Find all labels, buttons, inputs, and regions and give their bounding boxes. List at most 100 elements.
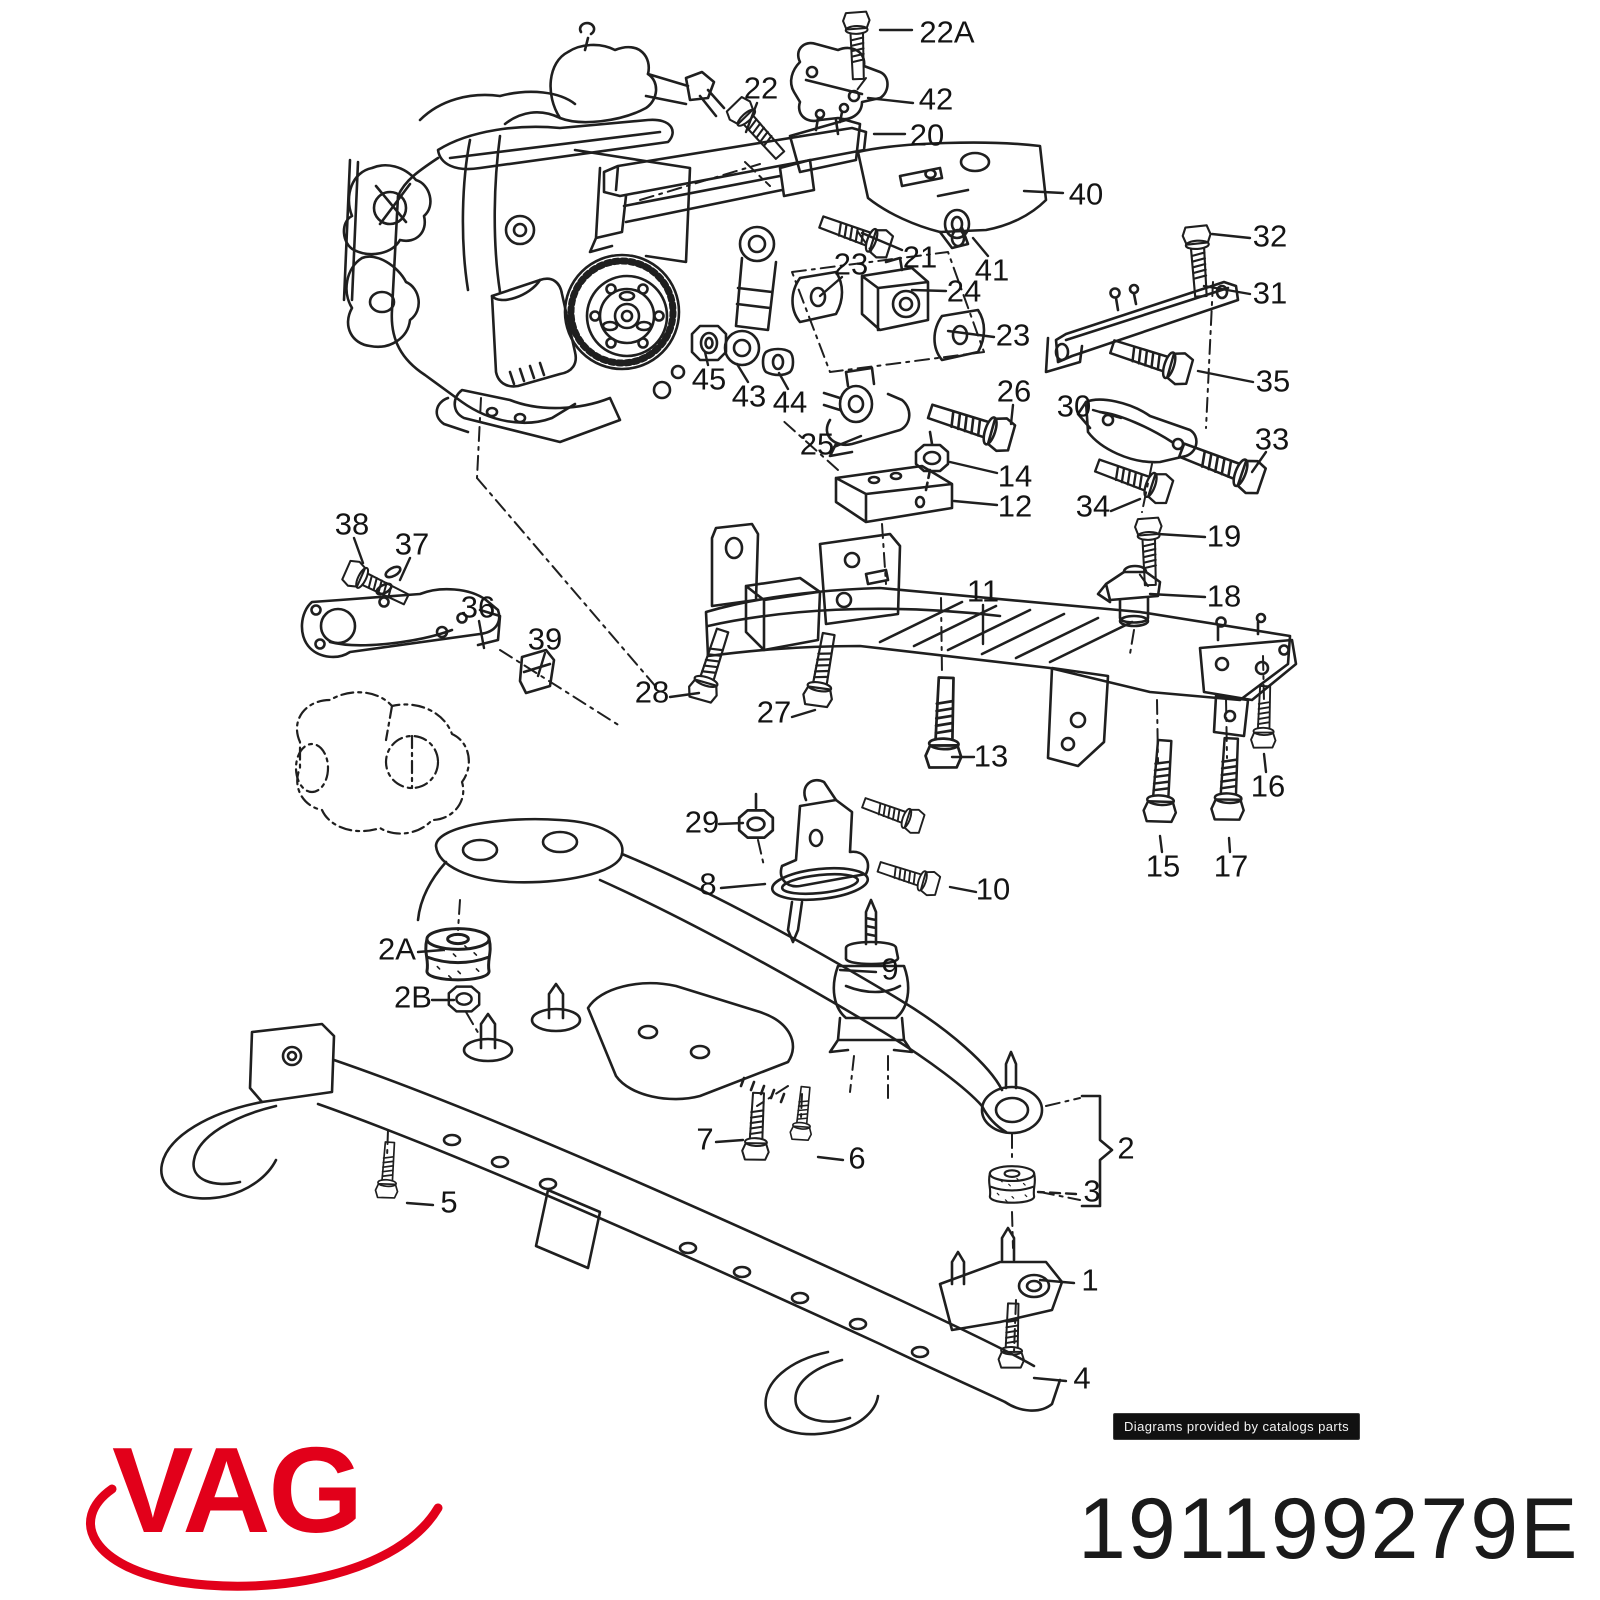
callout-leader-8-37 — [719, 882, 767, 890]
callout-leader-33-21 — [1250, 450, 1268, 474]
bracket-36-illustration — [300, 587, 502, 659]
group-bracket-2 — [1080, 1094, 1114, 1208]
callout-leader-23-7 — [818, 275, 844, 298]
engine-illustration — [342, 21, 726, 444]
callout-leader-29-36 — [717, 821, 745, 826]
bolt-22a-icon — [841, 10, 873, 81]
watermark-badge: Diagrams provided by catalogs parts — [1113, 1413, 1360, 1440]
callout-label-16-35: 16 — [1251, 769, 1285, 804]
callout-label-33-21: 33 — [1255, 422, 1289, 457]
bushing-45-illustration — [690, 324, 728, 362]
callout-label-28-30: 28 — [635, 675, 669, 710]
callout-label-22-1: 22 — [744, 71, 778, 106]
callout-label-45-10: 45 — [692, 362, 726, 397]
bolt-15-icon — [1141, 738, 1183, 825]
callout-leader-25-13 — [832, 434, 863, 449]
callout-label-39-28: 39 — [528, 622, 562, 657]
vag-logo: VAG — [86, 1422, 443, 1591]
bolt-38-icon — [339, 557, 414, 613]
gearbox-phantom-illustration — [294, 691, 470, 835]
callout-label-44-12: 44 — [773, 385, 807, 420]
callout-label-24-8: 24 — [947, 274, 981, 309]
callout-label-32-17: 32 — [1253, 219, 1287, 254]
mount-9-illustration — [828, 898, 914, 1054]
callout-label-2-44: 2 — [1117, 1131, 1134, 1166]
callout-leader-26-14 — [1009, 403, 1015, 426]
callout-leader-41-6 — [971, 236, 990, 258]
callout-leader-31-18 — [1202, 284, 1252, 296]
callout-leader-1-46 — [1038, 1278, 1076, 1285]
box-12-illustration — [834, 464, 954, 524]
callout-leader-6-43 — [816, 1155, 845, 1162]
bracket-30-illustration — [1076, 398, 1198, 464]
vag-logo-text: VAG — [112, 1422, 361, 1558]
washer-41-illustration — [943, 208, 971, 240]
callout-label-19-23: 19 — [1207, 519, 1241, 554]
callout-label-1-46: 1 — [1081, 1263, 1098, 1298]
callout-label-13-32: 13 — [974, 739, 1008, 774]
callout-label-2A-40: 2A — [378, 932, 416, 967]
callout-label-26-14: 26 — [997, 374, 1031, 409]
callout-leader-24-8 — [910, 288, 948, 293]
bolt-8-upper-icon — [858, 790, 928, 837]
bar-31-illustration — [1044, 280, 1240, 374]
callout-leader-36-27 — [477, 619, 486, 650]
clip-39-illustration — [518, 648, 556, 695]
callout-leader-14-15 — [948, 460, 999, 475]
callout-leader-30-20 — [1091, 408, 1123, 420]
callout-label-40-4: 40 — [1069, 177, 1103, 212]
heat-shield-40-illustration — [856, 141, 1048, 250]
callout-leader-5-48 — [405, 1201, 435, 1207]
callout-label-11-29: 11 — [967, 574, 999, 609]
nut-14-illustration — [914, 430, 950, 473]
callout-label-21-5: 21 — [903, 240, 937, 275]
support-arm-20-illustration — [588, 102, 868, 254]
callout-leader-40-4 — [1022, 189, 1065, 195]
callout-leader-9-39 — [838, 968, 878, 974]
callout-label-8-37: 8 — [699, 867, 716, 902]
callout-label-36-27: 36 — [461, 590, 495, 625]
callout-leader-44-12 — [777, 371, 790, 391]
callout-label-6-43: 6 — [848, 1141, 865, 1176]
callout-label-27-31: 27 — [757, 695, 791, 730]
callout-leader-18-24 — [1148, 592, 1207, 599]
bracket-42-illustration — [789, 41, 889, 136]
vag-logo-swoosh — [86, 1484, 443, 1591]
callout-leader-12-16 — [952, 499, 999, 507]
callout-label-18-24: 18 — [1207, 579, 1241, 614]
bolt-7-icon — [740, 1091, 773, 1162]
callout-label-10-38: 10 — [976, 872, 1010, 907]
buffer-3-illustration — [987, 1165, 1037, 1204]
callout-label-25-13: 25 — [800, 427, 834, 462]
callout-leader-42-2 — [866, 96, 915, 105]
callout-label-31-18: 31 — [1253, 276, 1287, 311]
mount-25-illustration — [822, 366, 911, 458]
callout-label-42-2: 42 — [919, 82, 953, 117]
callout-label-15-33: 15 — [1146, 849, 1180, 884]
front-crossmember-illustration — [416, 817, 1044, 1135]
callout-label-30-20: 30 — [1057, 389, 1091, 424]
callout-leader-39-28 — [536, 651, 547, 678]
callout-label-3-45: 3 — [1083, 1174, 1100, 1209]
callout-leader-10-38 — [948, 885, 978, 894]
callout-label-4-47: 4 — [1073, 1361, 1090, 1396]
callout-leader-34-22 — [1109, 497, 1142, 513]
callout-leader-19-23 — [1156, 532, 1207, 539]
subframe-11-illustration — [704, 522, 1298, 768]
callout-leader-37-26 — [398, 556, 412, 582]
nut-29-illustration — [737, 792, 775, 840]
callout-label-37-26: 37 — [395, 527, 429, 562]
callout-label-23-7: 23 — [834, 247, 868, 282]
callout-label-2B-41: 2B — [394, 980, 432, 1015]
callout-leader-38-25 — [352, 536, 365, 565]
callout-leader-15-33 — [1158, 834, 1164, 854]
bolt-13-icon — [923, 675, 966, 770]
callout-leader-45-10 — [703, 350, 710, 367]
callout-leader-7-42 — [714, 1138, 745, 1144]
callout-label-22A-0: 22A — [919, 15, 974, 50]
callout-label-41-6: 41 — [975, 253, 1009, 288]
callout-leader-17-34 — [1227, 836, 1232, 854]
